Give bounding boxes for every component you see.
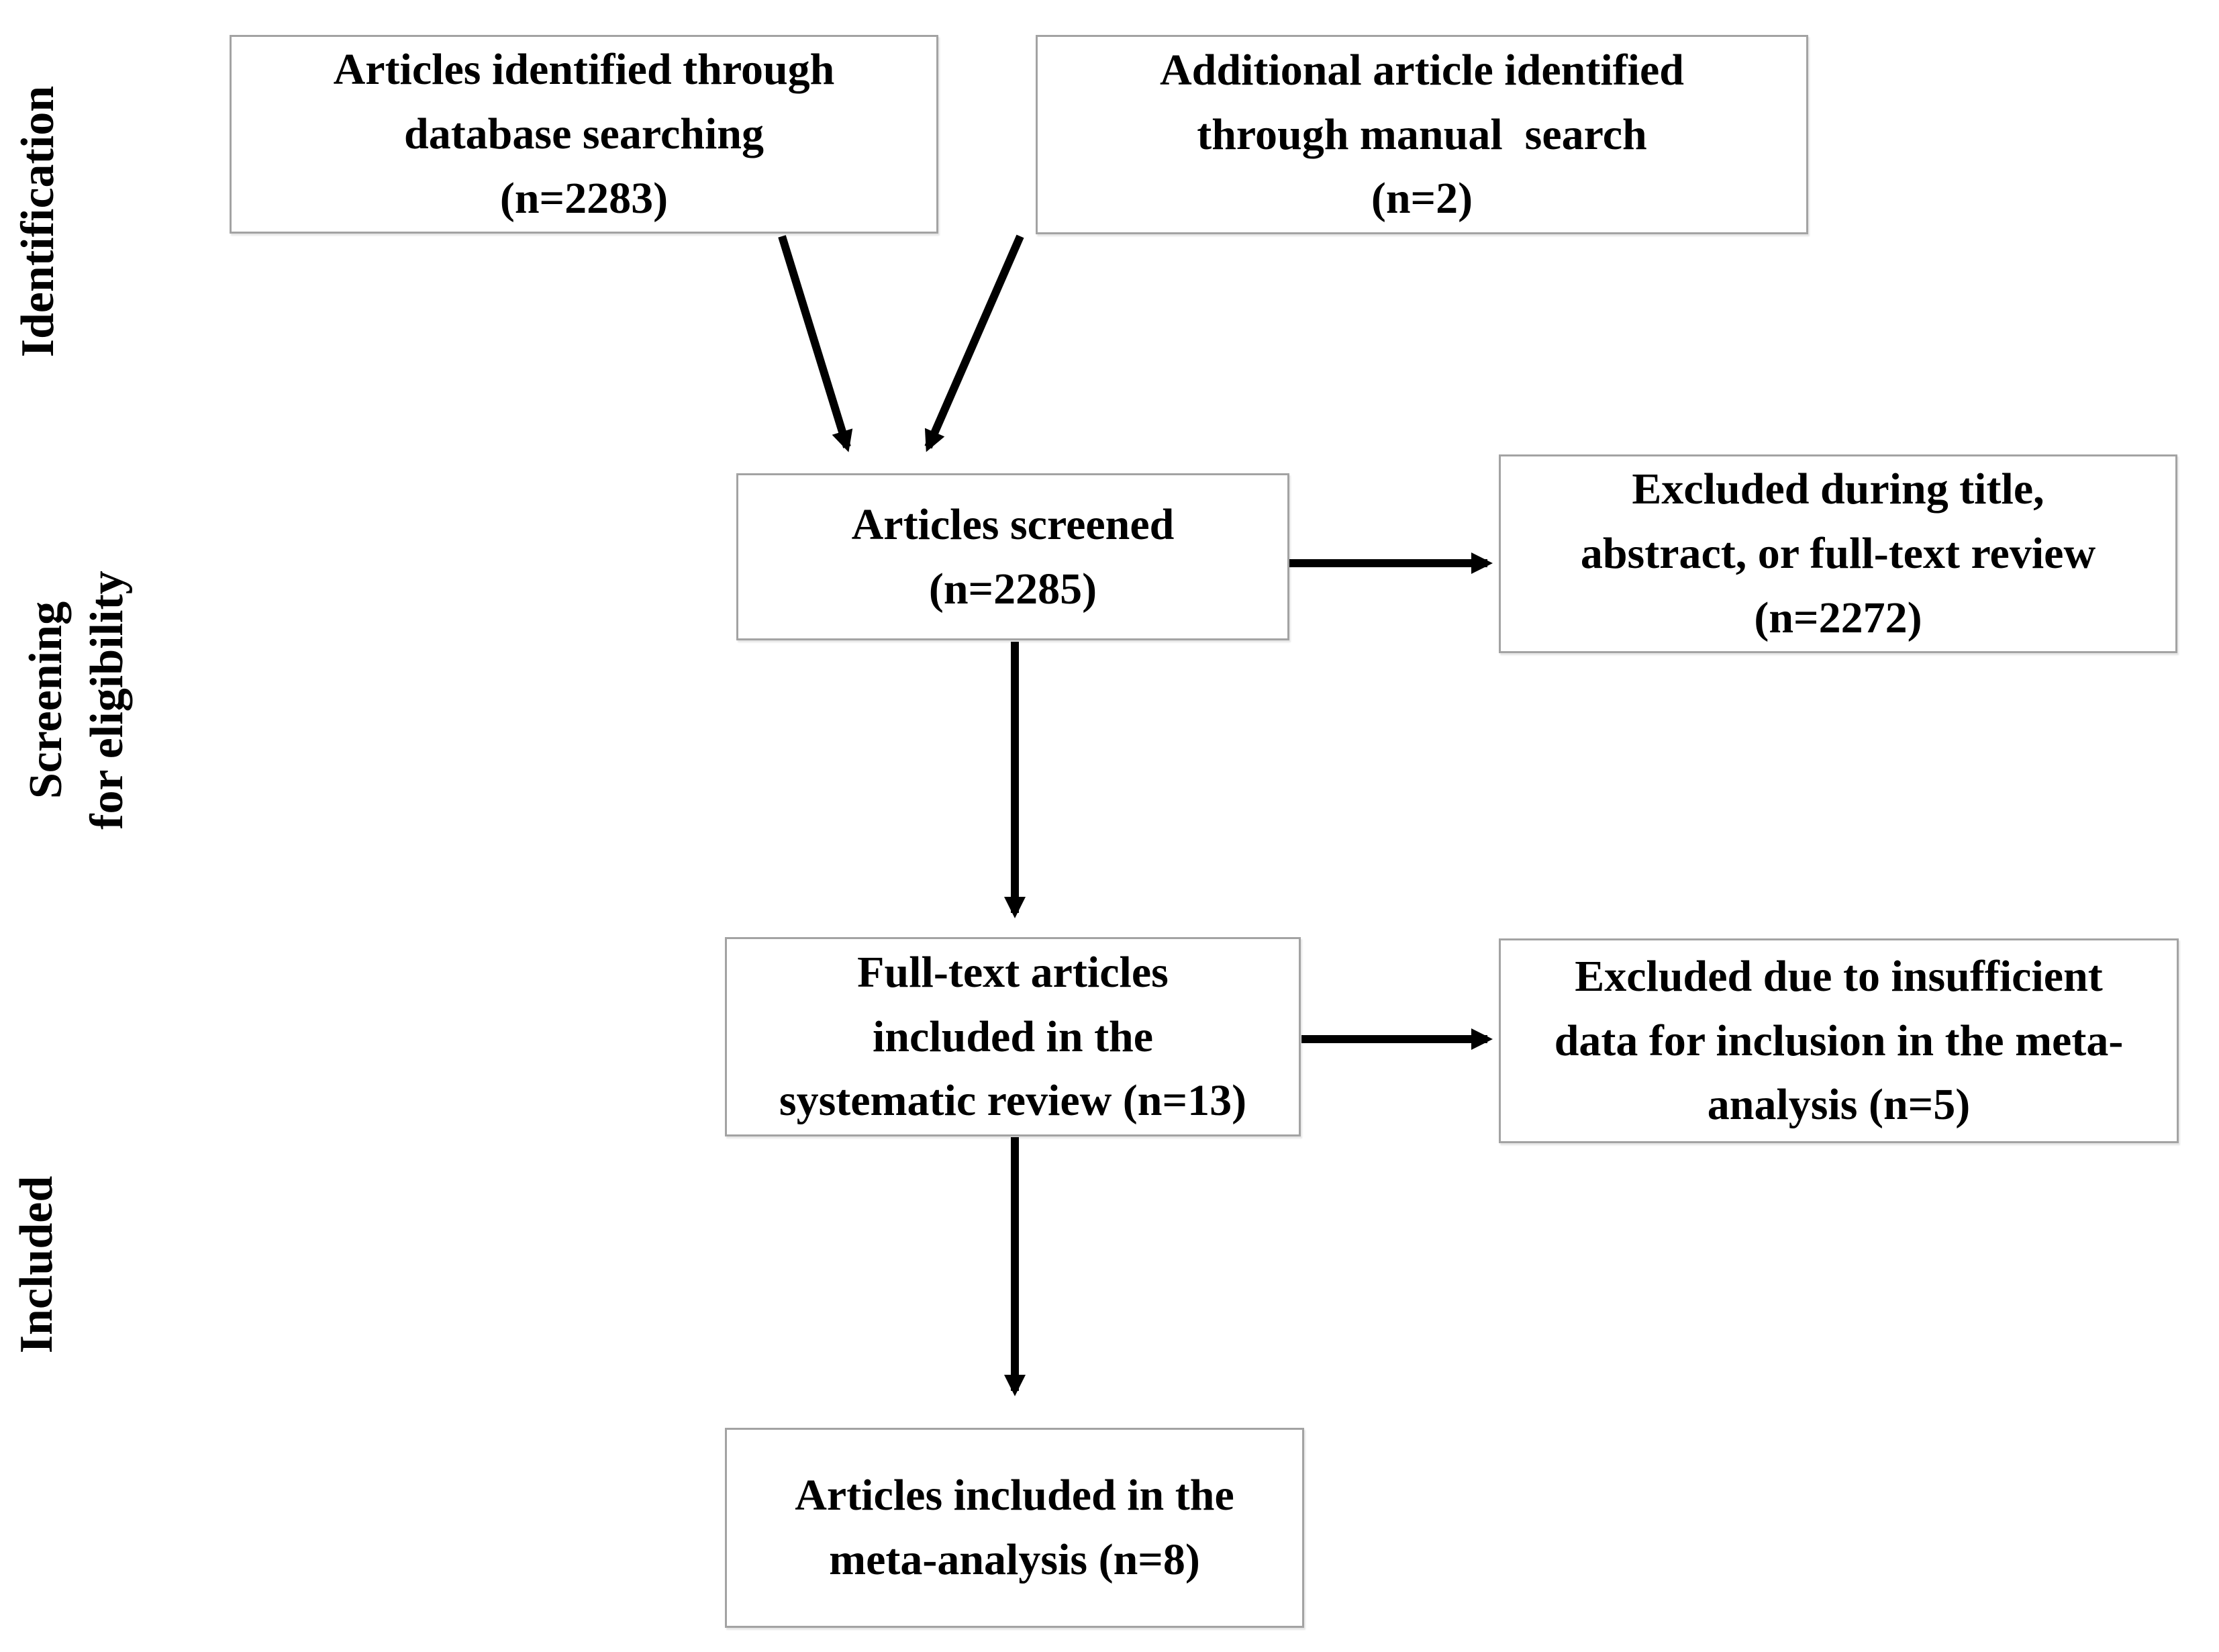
stage-label-line: Included bbox=[11, 1175, 62, 1354]
box-line: Articles screened bbox=[851, 499, 1175, 549]
box-line: Articles included in the bbox=[795, 1471, 1234, 1520]
box-articles-included-meta-analysis: Articles included in the meta-analysis (… bbox=[725, 1428, 1304, 1628]
box-line: Additional article identified bbox=[1160, 45, 1684, 95]
box-line: (n=2272) bbox=[1754, 593, 1922, 642]
box-fulltext-systematic-review: Full-text articles included in the syste… bbox=[725, 937, 1301, 1136]
box-excluded-insufficient-data: Excluded due to insufficient data for in… bbox=[1499, 938, 2179, 1143]
stage-label-screening-for-eligibility: Screening for eligibility bbox=[15, 512, 138, 888]
box-line: Excluded during title, bbox=[1632, 465, 2044, 514]
box-line: (n=2285) bbox=[928, 564, 1097, 614]
box-line: meta-analysis (n=8) bbox=[829, 1535, 1200, 1584]
box-line: abstract, or full-text review bbox=[1580, 529, 2096, 579]
box-additional-article-manual-search: Additional article identified through ma… bbox=[1036, 35, 1808, 234]
stage-label-line: Screening bbox=[20, 601, 72, 799]
box-line: data for inclusion in the meta- bbox=[1554, 1016, 2124, 1065]
box-line: through manual search bbox=[1197, 109, 1647, 159]
box-line: Full-text articles bbox=[857, 947, 1169, 997]
box-line: Articles identified through bbox=[333, 45, 835, 95]
box-line: (n=2283) bbox=[499, 173, 669, 223]
box-line: included in the bbox=[872, 1012, 1154, 1061]
stage-label-line: for eligibility bbox=[81, 571, 133, 830]
box-line: systematic review (n=13) bbox=[779, 1076, 1247, 1126]
stage-label-identification: Identification bbox=[7, 34, 69, 409]
stage-label-included: Included bbox=[6, 1077, 68, 1453]
box-articles-identified-database: Articles identified through database sea… bbox=[230, 35, 938, 234]
box-line: (n=2) bbox=[1371, 174, 1473, 224]
stage-label-line: Identification bbox=[12, 85, 64, 358]
box-line: Excluded due to insufficient bbox=[1575, 951, 2103, 1001]
box-line: analysis (n=5) bbox=[1707, 1080, 1971, 1130]
arrow-manual-to-screened bbox=[924, 234, 1024, 452]
box-line: database searching bbox=[404, 109, 764, 159]
box-articles-screened: Articles screened (n=2285) bbox=[736, 473, 1289, 640]
arrow-database-to-screened bbox=[778, 235, 853, 452]
box-excluded-title-abstract-fulltext: Excluded during title, abstract, or full… bbox=[1499, 454, 2177, 653]
